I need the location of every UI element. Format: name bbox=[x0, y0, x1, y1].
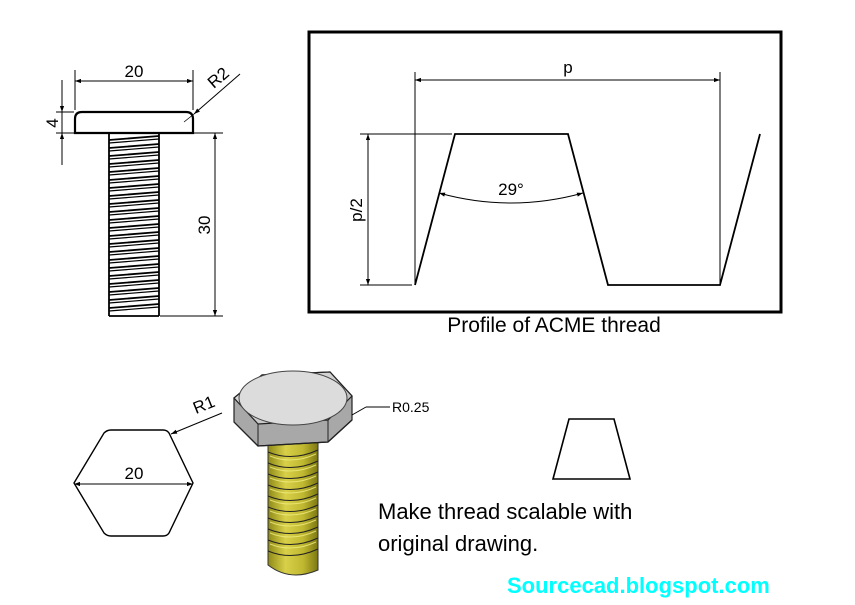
instruction-line-2: original drawing. bbox=[378, 531, 538, 556]
hexagon-outline bbox=[73, 429, 194, 537]
angle-label: 29° bbox=[498, 180, 524, 199]
depth-label: p/2 bbox=[347, 198, 366, 222]
hexagon-view: 20 R1 bbox=[73, 392, 223, 537]
hex-corner-radius-dimension: R1 bbox=[190, 392, 217, 418]
bolt-head-outline bbox=[73, 110, 195, 135]
instruction-line-1: Make thread scalable with bbox=[378, 499, 632, 524]
edge-radius-callout: R0.25 bbox=[392, 399, 430, 415]
acme-profile-panel: p p/2 29° Profile of ACME thread bbox=[307, 30, 783, 337]
bolt-thread-lines bbox=[108, 133, 160, 317]
shank-length-dimension: 30 bbox=[195, 216, 214, 235]
profile-caption: Profile of ACME thread bbox=[447, 314, 661, 337]
head-width-dimension: 20 bbox=[125, 62, 144, 81]
head-height-dimension: 4 bbox=[43, 118, 62, 127]
bolt-3d-thread-lines bbox=[267, 449, 319, 556]
bolt-3d-view: R0.25 bbox=[233, 370, 430, 576]
pitch-label: p bbox=[563, 58, 572, 77]
watermark-text: Sourcecad.blogspot.com bbox=[507, 573, 770, 598]
profile-frame bbox=[307, 30, 783, 314]
hex-across-corners-dimension: 20 bbox=[125, 464, 144, 483]
bolt-3d-thread bbox=[267, 439, 319, 576]
thread-section-trapezoid bbox=[551, 418, 632, 480]
acme-thread-profile bbox=[414, 133, 761, 286]
fillet-radius-dimension: R2 bbox=[204, 64, 233, 93]
bolt-side-view: 20 4 R2 30 bbox=[43, 62, 241, 317]
